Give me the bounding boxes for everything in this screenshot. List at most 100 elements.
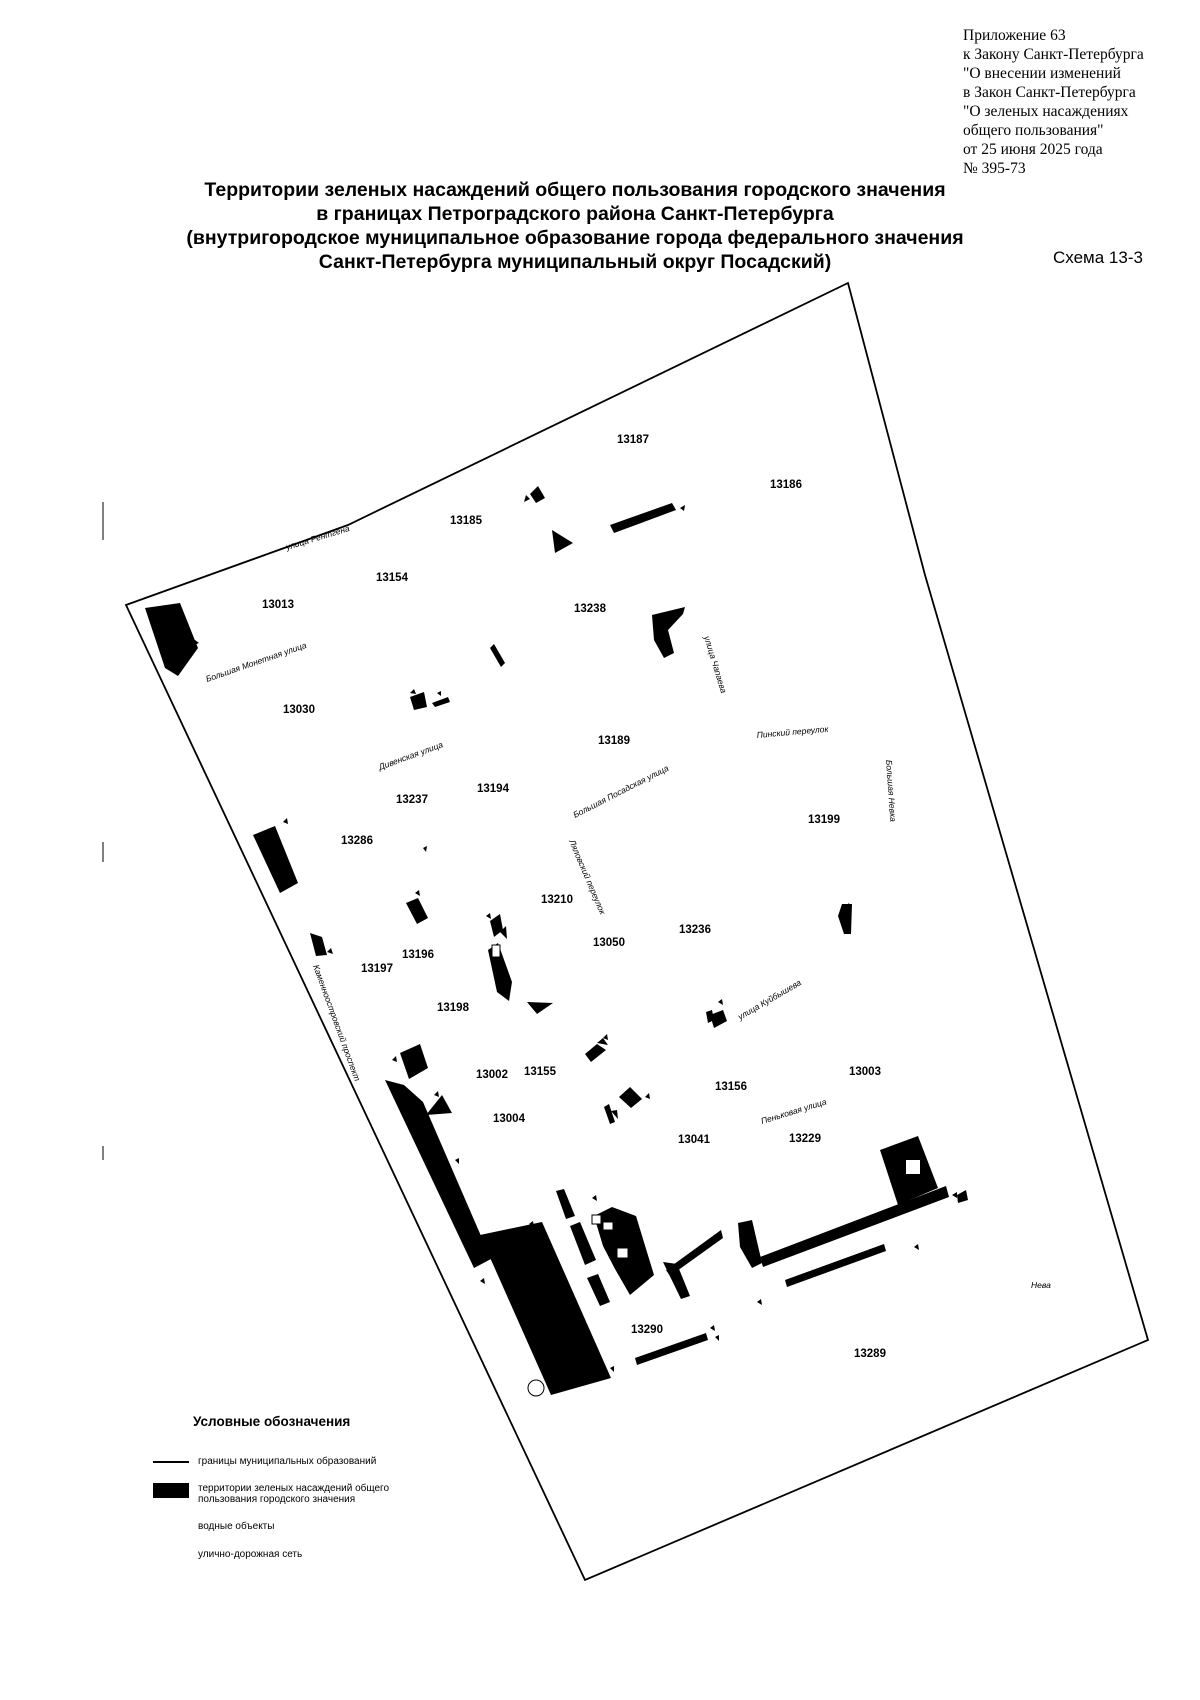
greenery-area: [406, 898, 428, 924]
zone-label: 13196: [402, 949, 434, 961]
greenery-area: [530, 486, 545, 503]
greenery-area: [635, 1333, 708, 1365]
greenery-area: [619, 1087, 642, 1108]
zone-label: 13003: [849, 1066, 881, 1078]
zone-label: 13154: [376, 572, 409, 584]
greenery-area: [310, 933, 327, 956]
greenery-area: [710, 1010, 727, 1028]
greenery-area: [760, 1186, 949, 1267]
street-label: улица Куйбышева: [735, 977, 803, 1022]
legend-item-greenery: территории зеленых насаждений общего пол…: [198, 1483, 390, 1505]
legend-item-boundary: границы муниципальных образований: [198, 1456, 377, 1467]
greenery-area: [527, 1002, 553, 1014]
legend-line-symbol: [153, 1461, 189, 1463]
greenery-area: [597, 1038, 608, 1045]
zone-label: 13286: [341, 835, 373, 847]
map-insets: [491, 944, 920, 1397]
street-label: Каменноостровский проспект: [311, 963, 363, 1082]
legend-title: Условные обозначения: [193, 1414, 351, 1429]
municipal-boundary: [124, 281, 1150, 1582]
zone-label: 13013: [262, 599, 294, 611]
street-label: улица Рентгена: [284, 523, 351, 552]
zone-label: 13186: [770, 479, 802, 491]
street-label: Дивенская улица: [376, 739, 444, 772]
zone-label: 13289: [854, 1348, 886, 1360]
appendix-line: "О зеленых насаждениях: [963, 103, 1129, 120]
greenery-area: [426, 1095, 452, 1115]
greenery-area: [610, 503, 676, 533]
street-label: Большая Посадская улица: [571, 763, 670, 820]
zone-label: 13238: [574, 603, 607, 615]
building-outline: [602, 1221, 614, 1231]
greenery-area: [663, 1262, 690, 1299]
greenery-area: [611, 1110, 618, 1119]
zone-label: 13185: [450, 515, 483, 527]
greenery-area: [587, 1274, 610, 1306]
greenery-area: [480, 1222, 611, 1395]
zone-label: 13237: [396, 794, 428, 806]
street-label: улица Чапаева: [702, 634, 729, 695]
legend-item-roads: улично-дорожная сеть: [198, 1549, 303, 1560]
zone-label: 13041: [678, 1134, 711, 1146]
zone-label: 13197: [361, 963, 393, 975]
appendix-line: "О внесении изменений: [963, 65, 1121, 82]
street-label: Пеньковая улица: [760, 1096, 828, 1126]
greenery-area: [838, 904, 852, 934]
greenery-area: [957, 1190, 968, 1203]
greenery-area: [490, 644, 505, 667]
greenery-area: [604, 1104, 615, 1124]
street-label: Нева: [1031, 1280, 1051, 1290]
greenery-area: [253, 826, 298, 893]
label-ticks: [194, 495, 957, 1372]
greenery-area: [706, 1010, 714, 1023]
zone-label: 13236: [679, 924, 711, 936]
greenery-area: [652, 607, 685, 658]
building-outline: [491, 944, 501, 958]
greenery-area: [556, 1189, 575, 1219]
greenery-area: [500, 926, 507, 939]
greenery-area: [490, 914, 503, 937]
appendix-note: Приложение 63 к Закону Санкт-Петербурга …: [963, 26, 1193, 178]
title-line: (внутригородское муниципальное образован…: [186, 227, 964, 249]
street-label: Большая Невка: [884, 759, 898, 822]
appendix-line: Приложение 63: [963, 27, 1066, 44]
greenery-area: [666, 1230, 723, 1276]
inset-void: [906, 1160, 920, 1174]
zone-label: 13156: [715, 1081, 747, 1093]
zone-label: 13198: [437, 1002, 470, 1014]
zone-label: 13229: [789, 1133, 821, 1145]
appendix-line: от 25 июня 2025 года: [963, 141, 1103, 158]
zone-label: 13210: [541, 894, 573, 906]
greenery-area: [585, 1044, 606, 1062]
appendix-line: общего пользования": [963, 122, 1104, 139]
building-outline: [527, 1379, 545, 1397]
zone-label: 13030: [283, 704, 315, 716]
title-line: в границах Петроградского района Санкт-П…: [316, 203, 834, 225]
greenery-areas: [145, 486, 968, 1395]
greenery-area: [570, 1222, 596, 1265]
zone-label: 13199: [808, 814, 840, 826]
greenery-area: [385, 1080, 491, 1268]
zone-label: 13290: [631, 1324, 663, 1336]
title-line: Санкт-Петербурга муниципальный округ Пос…: [318, 251, 832, 273]
zone-label: 13194: [477, 783, 510, 795]
greenery-area: [400, 1044, 428, 1079]
zone-label: 13050: [593, 937, 625, 949]
greenery-area: [552, 530, 573, 553]
appendix-line: в Закон Санкт-Петербурга: [963, 84, 1136, 101]
legend-item-water: водные объекты: [198, 1521, 275, 1532]
appendix-line: № 395-73: [963, 160, 1026, 177]
building-outline: [616, 1247, 629, 1259]
zone-label: 13187: [617, 434, 649, 446]
greenery-area: [432, 697, 450, 707]
title-line: Территории зеленых насаждений общего пол…: [204, 179, 946, 201]
appendix-line: к Закону Санкт-Петербурга: [963, 46, 1144, 63]
street-label: Большая Монетная улица: [204, 640, 308, 684]
zone-label: 13155: [524, 1066, 557, 1078]
greenery-area: [410, 692, 427, 710]
greenery-area: [785, 1244, 886, 1287]
zone-label: 13002: [476, 1069, 508, 1081]
greenery-area: [145, 603, 198, 676]
scheme-label: Схема 13-3: [1053, 248, 1143, 267]
